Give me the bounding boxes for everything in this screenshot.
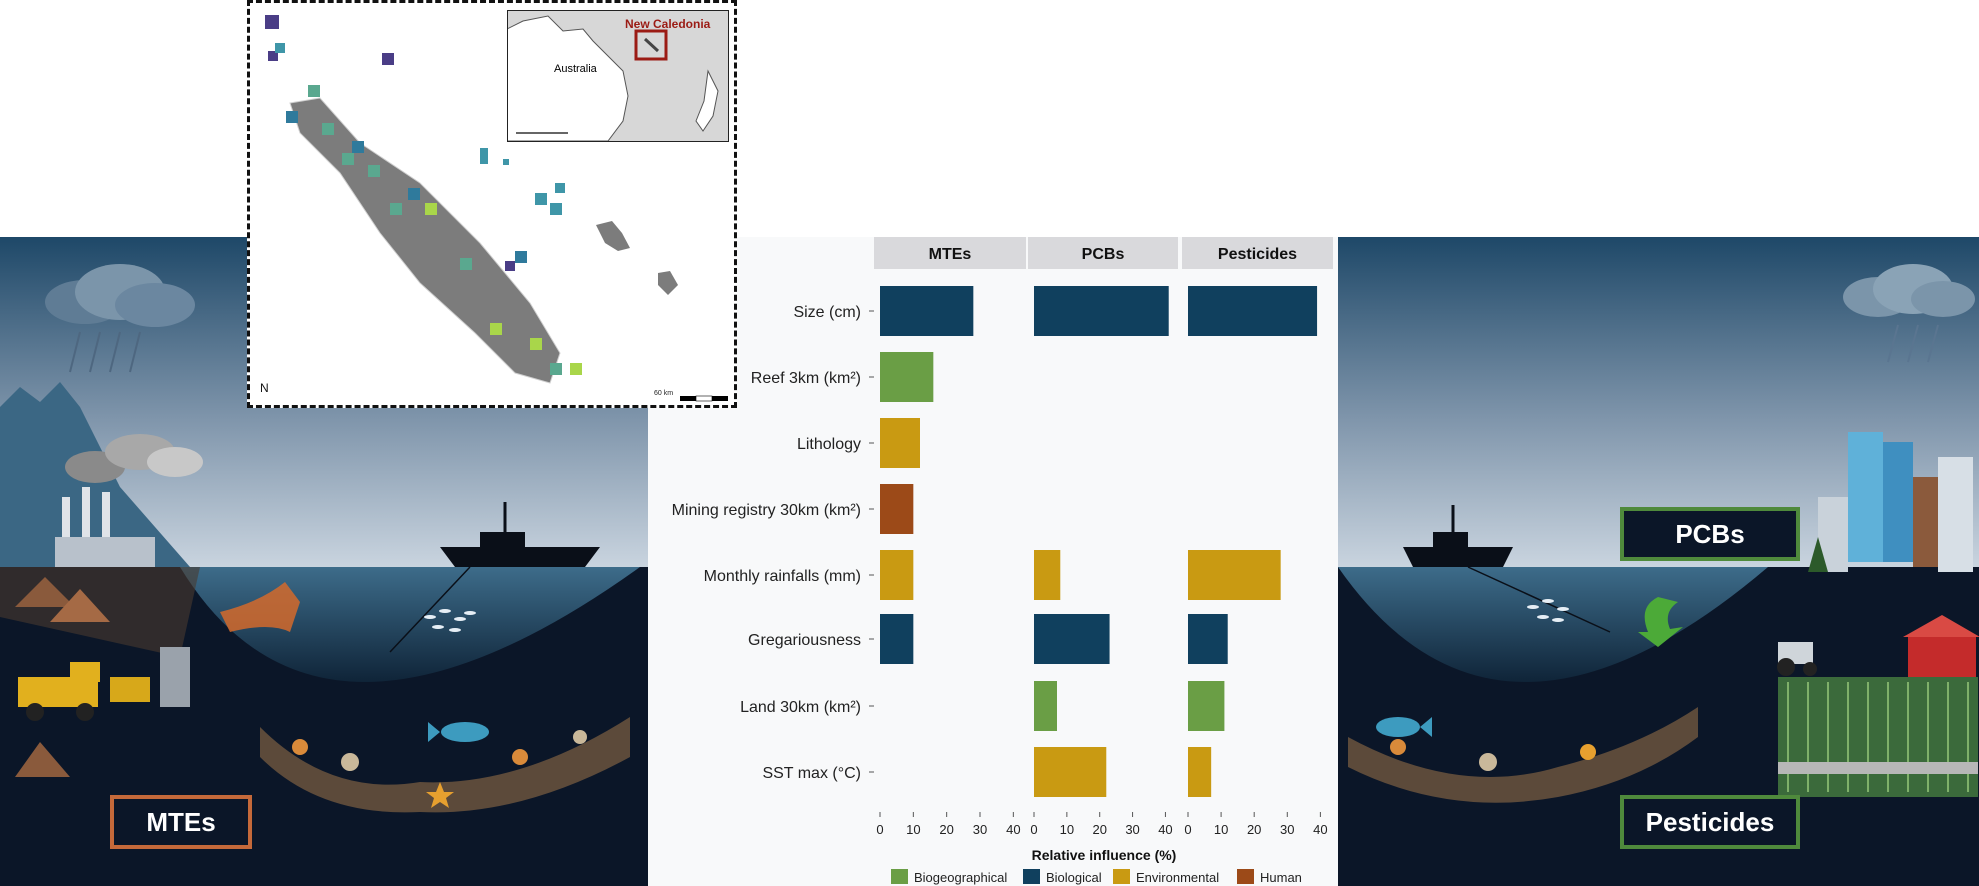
runoff-arrow-icon <box>1638 597 1683 647</box>
bar <box>1188 614 1228 664</box>
mining-truck-icon <box>15 577 190 777</box>
facet-label: PCBs <box>1082 246 1125 263</box>
crop-field-icon <box>1778 677 1978 797</box>
rain-cloud-icon <box>1843 264 1975 363</box>
y-tick-label: Monthly rainfalls (mm) <box>704 568 861 585</box>
bar <box>880 550 914 600</box>
facet-strip-pesticides <box>1182 237 1333 269</box>
y-tick-label: Reef 3km (km²) <box>751 370 861 387</box>
bar <box>1034 614 1110 664</box>
bar <box>1034 681 1057 731</box>
facet-label: MTEs <box>929 246 972 263</box>
coral-reef-icon <box>260 717 630 813</box>
bar <box>880 352 934 402</box>
bar <box>1034 550 1061 600</box>
pesticides-label-box: Pesticides <box>1620 795 1800 849</box>
legend-label: Biogeographical <box>914 870 1007 885</box>
facet-strip-pcbs <box>1028 237 1178 269</box>
x-tick-label: 30 <box>1125 822 1139 837</box>
x-axis-title: Relative influence (%) <box>1032 847 1177 863</box>
bar <box>1188 550 1281 600</box>
legend-swatch-human <box>1237 869 1254 884</box>
y-tick-label: Mining registry 30km (km²) <box>672 502 861 519</box>
legend-swatch-environmental <box>1113 869 1130 884</box>
facet-strip-mtes <box>874 237 1026 269</box>
bar <box>1188 286 1318 336</box>
y-tick-label: Land 30km (km²) <box>740 699 861 716</box>
bar <box>880 418 920 468</box>
bar <box>1034 286 1169 336</box>
bar <box>880 484 914 534</box>
x-tick-label: 10 <box>1060 822 1074 837</box>
x-tick-label: 20 <box>939 822 953 837</box>
factory-icon <box>55 434 203 567</box>
scale-bar <box>680 395 728 402</box>
x-tick-label: 20 <box>1092 822 1106 837</box>
fish-icon <box>1376 717 1432 737</box>
x-tick-label: 10 <box>1214 822 1228 837</box>
tractor-icon <box>1777 642 1817 676</box>
x-tick-label: 30 <box>1280 822 1294 837</box>
legend-swatch-biological <box>1023 869 1040 884</box>
facet-label: Pesticides <box>1218 246 1297 263</box>
y-tick-label: Gregariousness <box>748 632 861 649</box>
rain-cloud-icon <box>45 264 195 373</box>
australia-label: Australia <box>554 63 597 75</box>
fish-school-icon <box>1527 599 1569 622</box>
legend-label: Human <box>1260 870 1302 885</box>
mtes-label-box: MTEs <box>110 795 252 849</box>
new-caledonia-label: New Caledonia <box>625 17 711 31</box>
legend-swatch-biogeographical <box>891 869 908 884</box>
bar <box>1188 747 1212 797</box>
bar <box>880 614 914 664</box>
fishing-boat-icon <box>1403 505 1611 633</box>
new-caledonia-map <box>265 15 728 402</box>
x-tick-label: 40 <box>1313 822 1327 837</box>
y-tick-label: SST max (°C) <box>762 765 861 782</box>
bar <box>1188 681 1225 731</box>
runoff-arrow-icon <box>220 582 300 632</box>
scale-label: 60 km <box>654 390 674 397</box>
right-scene-illustration: PCBs Pesticides <box>1338 237 1979 886</box>
x-tick-label: 10 <box>906 822 920 837</box>
fish-school-icon <box>424 609 476 632</box>
x-tick-label: 30 <box>973 822 987 837</box>
legend-label: Environmental <box>1136 870 1219 885</box>
fish-icon <box>428 722 489 742</box>
y-tick-label: Size (cm) <box>793 304 861 321</box>
x-tick-label: 0 <box>876 822 883 837</box>
x-tick-label: 0 <box>1030 822 1037 837</box>
pcbs-label-box: PCBs <box>1620 507 1800 561</box>
y-tick-label: Lithology <box>797 436 861 453</box>
new-caledonia-map-inset: 60 km N Australia New Caledonia <box>247 0 737 408</box>
bar <box>880 286 974 336</box>
coral-reef-icon <box>1348 707 1698 803</box>
x-tick-label: 40 <box>1158 822 1172 837</box>
x-tick-label: 20 <box>1247 822 1261 837</box>
legend-label: Biological <box>1046 870 1102 885</box>
bar <box>1034 747 1107 797</box>
x-tick-label: 40 <box>1006 822 1020 837</box>
x-tick-label: 0 <box>1184 822 1191 837</box>
city-buildings-icon <box>1808 432 1973 572</box>
fishing-boat-icon <box>389 502 600 653</box>
north-arrow-icon: N <box>260 381 269 395</box>
australia-locator-map: Australia New Caledonia <box>507 10 729 142</box>
